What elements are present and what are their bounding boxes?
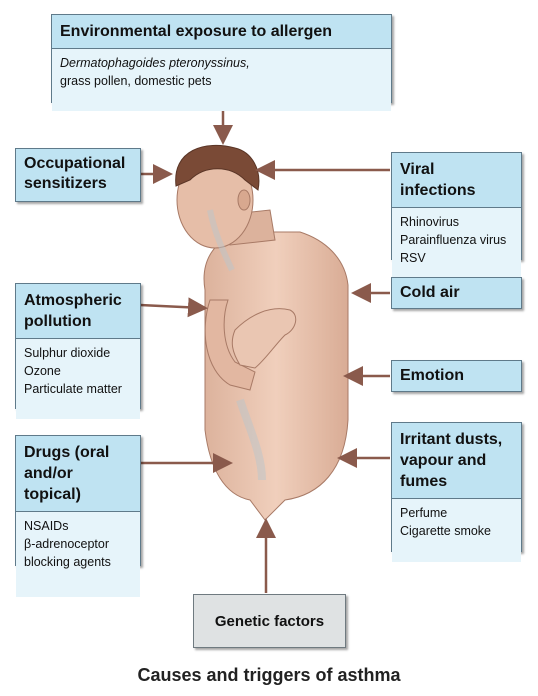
atmospheric-item: Ozone xyxy=(24,364,61,378)
environmental-exposure-box: Environmental exposure to allergen Derma… xyxy=(51,14,392,111)
cold-air-title: Cold air xyxy=(392,278,521,308)
environmental-title: Environmental exposure to allergen xyxy=(52,15,391,49)
human-figure xyxy=(175,144,349,521)
figure-caption: Causes and triggers of asthma xyxy=(137,665,401,685)
irritant-line-1: Irritant dusts, xyxy=(400,431,503,448)
genetic-title: Genetic factors xyxy=(214,612,325,630)
genetic-factors-box: Genetic factors xyxy=(193,594,346,648)
atmospheric-line-2: pollution xyxy=(24,313,92,330)
drugs-line-2: and/or topical) xyxy=(24,465,81,503)
emotion-title: Emotion xyxy=(392,361,521,391)
atmospheric-item: Sulphur dioxide xyxy=(24,346,111,360)
drugs-item: β-adrenoceptor xyxy=(24,537,110,551)
viral-item: RSV xyxy=(400,251,426,265)
environmental-line-2: grass pollen, domestic pets xyxy=(60,74,212,88)
irritant-line-3: fumes xyxy=(400,473,448,490)
drugs-line-1: Drugs (oral xyxy=(24,444,110,461)
viral-item: Rhinovirus xyxy=(400,215,460,229)
irritant-item: Perfume xyxy=(400,506,448,520)
atmospheric-line-1: Atmospheric xyxy=(24,292,122,309)
irritant-item: Cigarette smoke xyxy=(400,524,492,538)
emotion-box: Emotion xyxy=(391,360,522,392)
occupational-line-1: Occupational xyxy=(24,155,126,172)
cold-air-box: Cold air xyxy=(391,277,522,309)
viral-title: Viral infections xyxy=(392,153,521,208)
atmospheric-pollution-box: Atmospheric pollution Sulphur dioxide Oz… xyxy=(15,283,141,419)
irritant-dusts-box: Irritant dusts, vapour and fumes Perfume… xyxy=(391,422,522,562)
occupational-line-2: sensitizers xyxy=(24,175,107,192)
occupational-sensitizers-box: Occupational sensitizers xyxy=(15,148,141,202)
drugs-box: Drugs (oral and/or topical) NSAIDs β-adr… xyxy=(15,435,141,597)
viral-item: Parainfluenza virus xyxy=(400,233,507,247)
irritant-line-2: vapour and xyxy=(400,452,487,469)
viral-infections-box: Viral infections Rhinovirus Parainfluenz… xyxy=(391,152,522,291)
drugs-item: blocking agents xyxy=(24,555,111,569)
atmospheric-item: Particulate matter xyxy=(24,382,122,396)
arrow-atmospheric xyxy=(139,297,208,318)
environmental-line-1: Dermatophagoides pteronyssinus, xyxy=(60,56,250,70)
drugs-item: NSAIDs xyxy=(24,519,69,533)
